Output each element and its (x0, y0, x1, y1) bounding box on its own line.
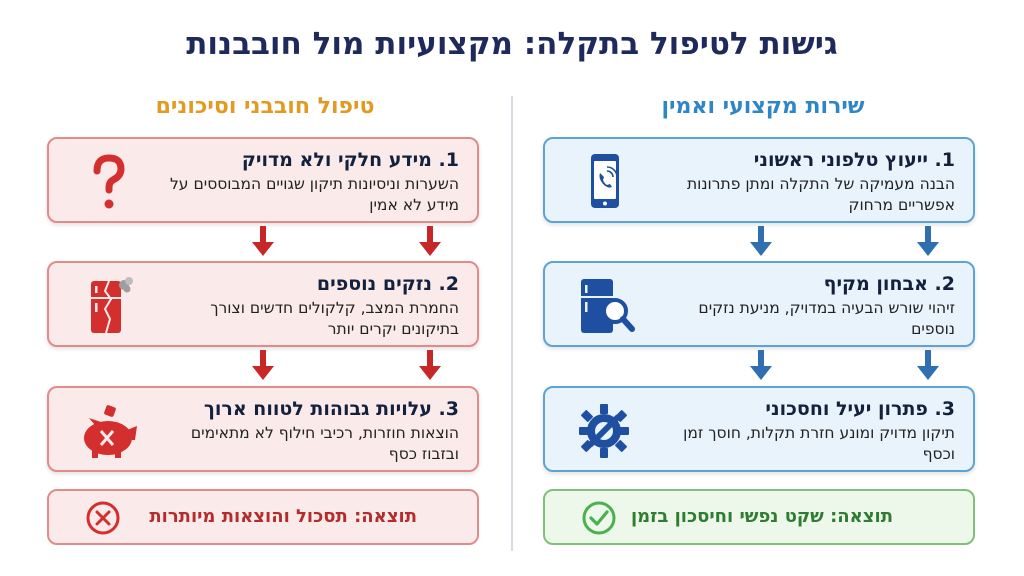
professional-step-3: 3. פתרון יעיל וחסכוני תיקון מדויק ומונע … (543, 386, 975, 472)
step-description: הוצאות חוזרות, רכיבי חילוף לא מתאימים וב… (190, 424, 459, 463)
x-circle-icon (86, 501, 120, 535)
amateur-result: תוצאה: תסכול והוצאות מיותרות (47, 489, 479, 545)
arrow-down-icon (917, 350, 939, 380)
arrow-down-icon (252, 226, 274, 256)
professional-heading: שירות מקצועי ואמין (661, 94, 865, 119)
step-description: החמרת המצב, קלקולים חדשים וצורך בתיקונים… (210, 299, 459, 338)
step-description: תיקון מדויק ומונע חזרת תקלות, חוסך זמן ו… (683, 424, 955, 463)
arrow-down-icon (917, 226, 939, 256)
amateur-step-3: 3. עלויות גבוהות לטווח ארוך הוצאות חוזרו… (47, 386, 479, 472)
result-text: תוצאה: שקט נפשי וחיסכון בזמן (630, 506, 893, 527)
page-title: גישות לטיפול בתקלה: מקצועיות מול חובבנות (186, 26, 838, 62)
arrow-down-icon (419, 350, 441, 380)
arrow-down-icon (750, 350, 772, 380)
step-title: 3. פתרון יעיל וחסכוני (765, 398, 955, 420)
step-description: השערות וניסיונות תיקון שגויים המבוססים ע… (170, 175, 459, 214)
amateur-heading: טיפול חובבני וסיכונים (155, 94, 375, 119)
smartphone-call-icon (571, 151, 637, 213)
broken-fridge-icon (75, 275, 141, 337)
column-divider (511, 96, 513, 551)
result-text: תוצאה: תסכול והוצאות מיותרות (149, 506, 417, 527)
step-title: 2. אבחון מקיף (823, 273, 955, 295)
question-mark-icon (75, 151, 141, 213)
amateur-step-1: 1. מידע חלקי ולא מדויק השערות וניסיונות … (47, 137, 479, 223)
step-description: הבנה מעמיקה של התקלה ומתן פתרונות אפשריי… (686, 175, 955, 214)
arrow-down-icon (419, 226, 441, 256)
broken-piggy-bank-icon (75, 400, 141, 462)
fridge-magnifier-icon (571, 275, 637, 337)
professional-result: תוצאה: שקט נפשי וחיסכון בזמן (543, 489, 975, 545)
check-circle-icon (582, 501, 616, 535)
professional-step-2: 2. אבחון מקיף זיהוי שורש הבעיה במדויק, מ… (543, 261, 975, 347)
arrow-down-icon (750, 226, 772, 256)
gear-wrench-icon (571, 400, 637, 462)
arrow-down-icon (252, 350, 274, 380)
step-description: זיהוי שורש הבעיה במדויק, מניעת נזקים נוס… (698, 299, 955, 338)
step-title: 1. מידע חלקי ולא מדויק (241, 149, 459, 171)
amateur-step-2: 2. נזקים נוספים החמרת המצב, קלקולים חדשי… (47, 261, 479, 347)
step-title: 2. נזקים נוספים (316, 273, 459, 295)
step-title: 3. עלויות גבוהות לטווח ארוך (203, 398, 459, 420)
step-title: 1. ייעוץ טלפוני ראשוני (753, 149, 955, 171)
professional-step-1: 1. ייעוץ טלפוני ראשוני הבנה מעמיקה של הת… (543, 137, 975, 223)
